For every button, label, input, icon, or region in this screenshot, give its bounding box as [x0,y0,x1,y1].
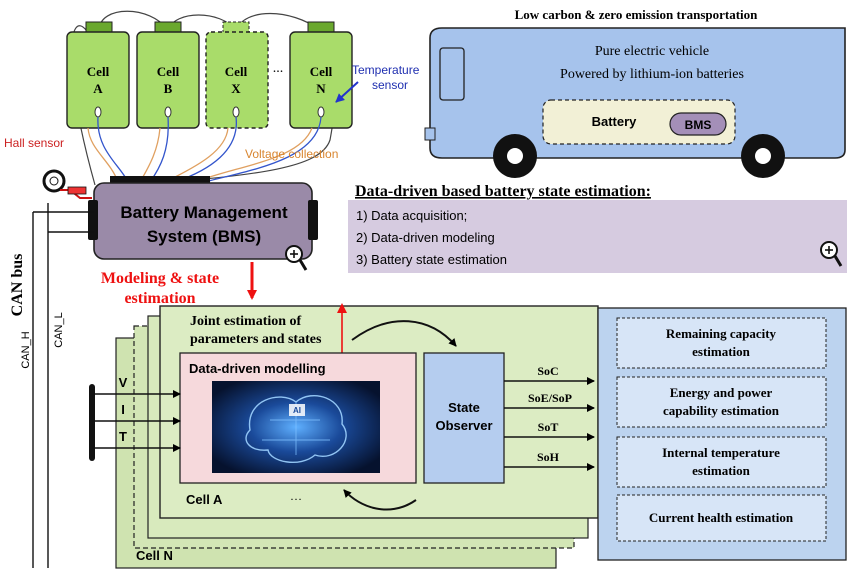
temperature-sensor-label-1: Temperature [352,63,420,77]
cell-a: Cell A [66,21,130,129]
cell-x: Cell X [205,21,269,129]
cycle-arrow-top [351,320,457,347]
hall-sensor-icon [42,169,92,199]
vehicle-line-1: Pure electric vehicle [595,44,709,59]
estimation-3-line-2: estimation [692,463,751,478]
ai-brain-image: AI [212,381,380,473]
joint-title-1: Joint estimation of [190,314,302,329]
can-l-label: CAN_L [53,312,65,347]
estimation-1-line-1: Remaining capacity [666,326,777,341]
can-bus-label: CAN bus [9,254,26,317]
layer-dots: … [290,489,302,503]
estimation-2-line-2: capability estimation [663,403,780,418]
temperature-sensor-arrow [335,81,359,103]
battery-cells: Cell A Cell B Cell X ... Cell N [4,10,420,199]
input-i: I [121,402,125,417]
cell-b-name: Cell [157,64,180,79]
data-driven-steps-box [348,200,847,273]
state-observer-box [423,352,505,484]
cell-n-name: Cell [310,64,333,79]
estimation-internal-temperature [616,436,827,488]
data-driven-step-1: 1) Data acquisition; [356,208,467,223]
vehicle-door [439,47,465,101]
voltage-collection-label: Voltage collection [245,147,338,161]
output-soh: SoH [537,450,560,464]
panel-zoom-icon [820,241,843,267]
state-observer-2: Observer [435,418,492,433]
modeling-label-2: estimation [124,290,195,307]
output-sot: SoT [538,420,559,434]
cycle-arrow-bottom [343,489,417,511]
output-signals: SoC SoE/SoP SoT SoH [504,364,595,471]
estimation-1-line-2: estimation [692,344,751,359]
output-soc: SoC [537,364,558,378]
ai-badge: AI [293,406,301,415]
can-bus: CAN bus CAN_H CAN_L [9,203,94,568]
front-wheel-icon [493,134,537,178]
modeling-label-1: Modeling & state [101,270,219,287]
state-observer-1: State [448,400,480,415]
cell-b-id: B [164,81,173,96]
modelling-title: Data-driven modelling [189,361,326,376]
estimation-3-line-1: Internal temperature [662,445,780,460]
estimation-4-line-1: Current health estimation [649,510,794,525]
cell-a-id: A [93,81,103,96]
cell-b: Cell B [136,21,200,129]
data-driven-title: Data-driven based battery state estimati… [355,183,651,200]
hall-sensor-label: Hall sensor [4,136,64,150]
bms-block: Battery Management System (BMS) [88,176,318,271]
estimations-panel: Remaining capacity estimation Energy and… [597,307,847,561]
vehicle-line-2: Powered by lithium-ion batteries [560,67,744,82]
bms-title-1: Battery Management [120,203,288,222]
vehicle-bms-label: BMS [685,118,712,132]
estimation-remaining-capacity [616,317,827,369]
cell-x-id: X [231,81,241,96]
temperature-sensor-label-2: sensor [372,78,408,92]
data-driven-step-2: 2) Data-driven modeling [356,230,495,245]
cell-x-name: Cell [225,64,248,79]
bms-title-2: System (BMS) [147,227,261,246]
input-signals: V I T [89,375,181,461]
rear-wheel-icon [741,134,785,178]
vehicle-bms-badge [669,112,727,136]
cell-n: Cell N [289,21,353,129]
cell-n-layer-label: Cell N [136,548,173,563]
vehicle: Low carbon & zero emission transportatio… [424,7,846,178]
cells-ellipsis: ... [273,61,284,76]
estimation-2-line-1: Energy and power [670,385,773,400]
cell-a-name: Cell [87,64,110,79]
vehicle-title: Low carbon & zero emission transportatio… [515,7,759,22]
joint-title-2: parameters and states [190,332,322,347]
cell-n-id: N [316,81,326,96]
data-driven-step-3: 3) Battery state estimation [356,252,507,267]
bms-zoom-icon [285,245,308,271]
cell-a-layer-label: Cell A [186,492,223,507]
estimation-energy-power [616,376,827,428]
vehicle-body [429,27,846,159]
data-driven-panel: Data-driven based battery state estimati… [348,183,847,273]
estimation-current-health [616,494,827,542]
input-v: V [119,375,128,390]
input-t: T [119,429,127,444]
can-h-label: CAN_H [20,331,32,368]
vehicle-battery-label: Battery [592,114,638,129]
output-soe-sop: SoE/SoP [528,391,572,405]
